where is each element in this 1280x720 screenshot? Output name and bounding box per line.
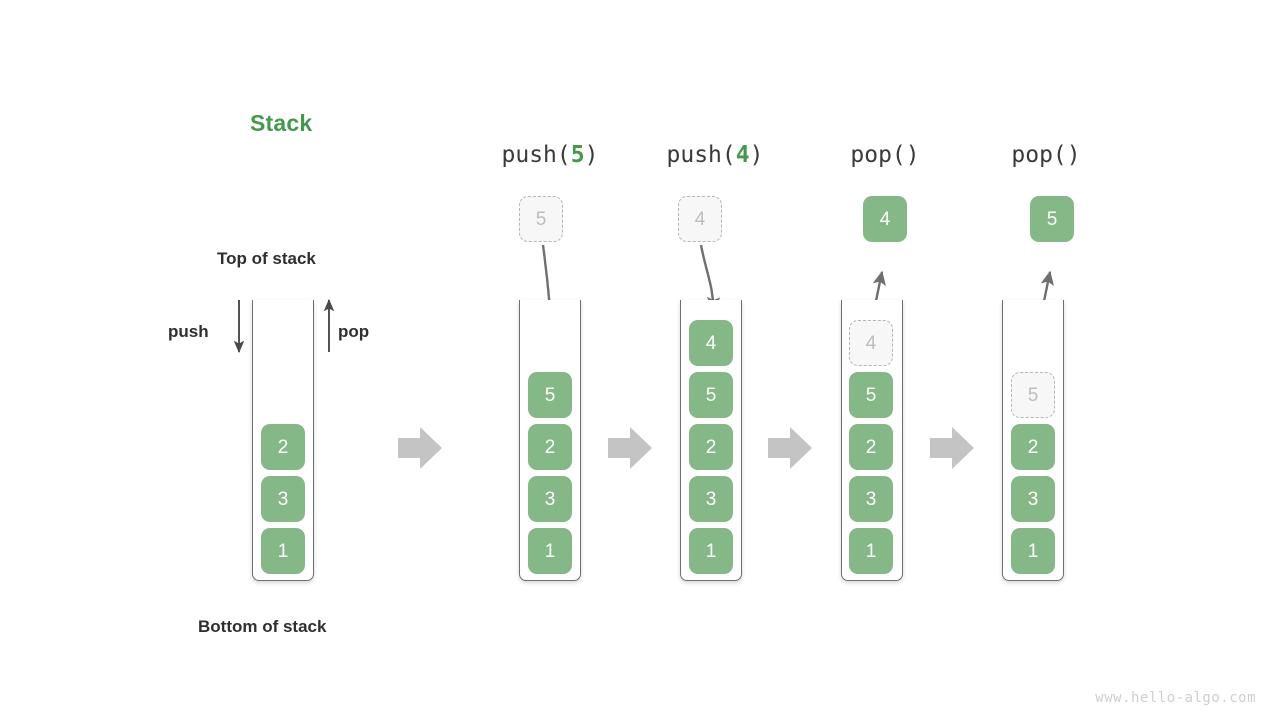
watermark: www.hello-algo.com — [1095, 690, 1256, 706]
stack-cell-ghost: 4 — [849, 320, 893, 366]
stack-cell: 3 — [261, 476, 305, 522]
stack-cell: 5 — [849, 372, 893, 418]
stack-cell: 1 — [1011, 528, 1055, 574]
stack-cell: 2 — [689, 424, 733, 470]
stack-cell: 2 — [1011, 424, 1055, 470]
stack-cell: 5 — [528, 372, 572, 418]
op-header-suffix: ) — [584, 142, 599, 168]
page-title: Stack — [250, 110, 313, 136]
stack-cell: 1 — [689, 528, 733, 574]
stack-cell: 2 — [261, 424, 305, 470]
op-header-prefix: push( — [666, 142, 736, 168]
stack-cell: 2 — [528, 424, 572, 470]
op-header-push-5: push(5) — [465, 142, 635, 168]
stack-cell: 5 — [689, 372, 733, 418]
op-header-pop-1: pop() — [800, 142, 970, 168]
top-of-stack-label: Top of stack — [217, 249, 316, 268]
op-header-pop-2: pop() — [961, 142, 1131, 168]
transition-arrow — [398, 427, 442, 469]
stack-cell: 1 — [528, 528, 572, 574]
floating-popped-cell: 5 — [1030, 196, 1074, 242]
transition-arrow — [768, 427, 812, 469]
stack-cell: 1 — [849, 528, 893, 574]
stack-cell: 2 — [849, 424, 893, 470]
stack-cell: 3 — [1011, 476, 1055, 522]
stack-cell: 4 — [689, 320, 733, 366]
op-header-prefix: pop() — [1011, 142, 1081, 168]
push-label: push — [168, 322, 209, 341]
floating-ghost-cell: 5 — [519, 196, 563, 242]
stack-cell: 3 — [528, 476, 572, 522]
floating-popped-cell: 4 — [863, 196, 907, 242]
stack-cell: 3 — [849, 476, 893, 522]
op-header-arg: 4 — [735, 142, 750, 168]
op-header-prefix: pop() — [850, 142, 920, 168]
stack-cell-ghost: 5 — [1011, 372, 1055, 418]
stack-cell: 3 — [689, 476, 733, 522]
pop-label: pop — [338, 322, 370, 341]
stack-cell: 1 — [261, 528, 305, 574]
op-header-suffix: ) — [749, 142, 764, 168]
op-header-arg: 5 — [570, 142, 585, 168]
transition-arrow — [608, 427, 652, 469]
bottom-of-stack-label: Bottom of stack — [198, 617, 327, 636]
op-header-push-4: push(4) — [630, 142, 800, 168]
floating-ghost-cell: 4 — [678, 196, 722, 242]
transition-arrow — [930, 427, 974, 469]
op-header-prefix: push( — [501, 142, 571, 168]
